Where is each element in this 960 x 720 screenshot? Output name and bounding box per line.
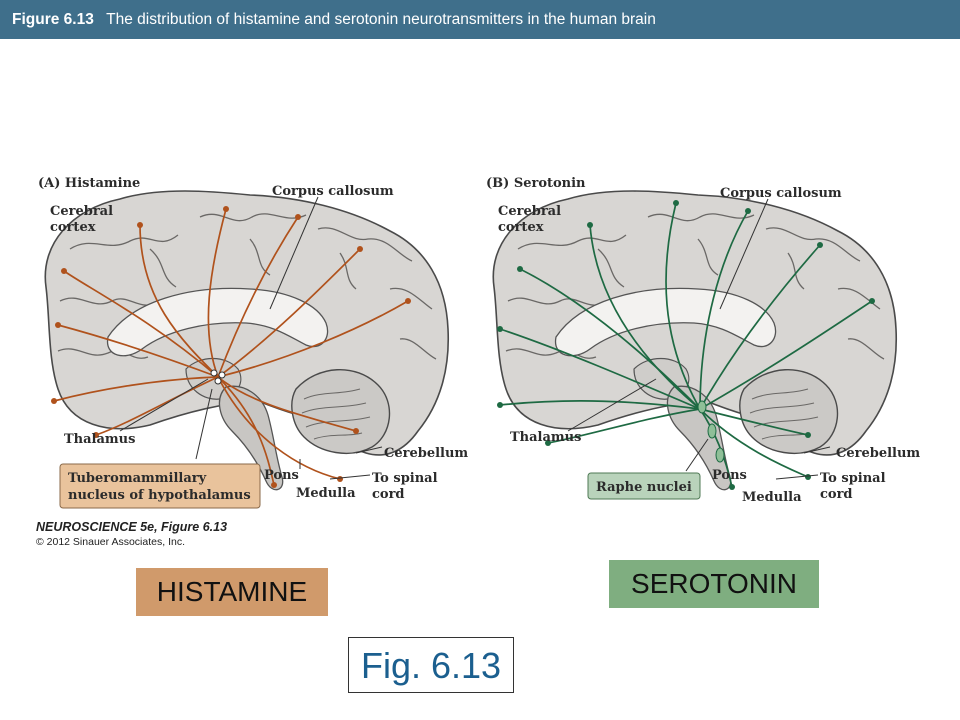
tuberomammillary-cells [210,369,226,385]
gyri-lines-b [505,213,885,360]
serotonin-pathways [499,202,873,488]
cerebellum-shape [291,368,391,454]
label-thalamus-a: Thalamus [64,432,135,447]
figure-tag: Fig. 6.13 [348,637,514,693]
raphe-nuclei-box: Raphe nuclei [587,472,701,500]
panel-b-title: (B) Serotonin [486,176,586,191]
label-corpus-callosum-b: Corpus callosum [720,186,842,201]
label-pons-a: Pons [264,468,299,483]
panel-a-histamine: (A) Histamine [38,176,468,509]
slide-header: Figure 6.13 The distribution of histamin… [0,0,960,39]
label-medulla-b: Medulla [742,490,802,505]
panel-b-serotonin: (B) Serotonin [486,176,920,505]
label-spinal-cord-a: To spinal [372,471,438,486]
panel-b-labels: Cerebral cortex Corpus callosum Thalamus… [498,186,920,505]
figure-number: Figure 6.13 [12,11,94,28]
cerebellum-folia [301,388,371,440]
label-pons-b: Pons [712,468,747,483]
corpus-callosum-shape [107,287,329,357]
raphe-nuclei-box-bg [587,472,701,500]
label-cerebral-cortex-b-2: cortex [498,220,544,235]
label-spinal-cord-a-2: cord [372,487,405,502]
panel-a-leader-lines [119,196,383,480]
panel-a-title: (A) Histamine [38,176,140,191]
label-cerebellum-b: Cerebellum [836,446,920,461]
cerebellum-shape-b [739,368,839,454]
raphe-nuclei-label: Raphe nuclei [596,480,692,495]
panel-b-leader-lines [567,198,831,480]
tuberomammillary-label-2: nucleus of hypothalamus [68,488,251,503]
serotonin-arrowheads [497,200,875,490]
label-cerebral-cortex-a: Cerebral [50,204,113,219]
raphe-cells [697,400,725,463]
label-thalamus-b: Thalamus [510,430,581,445]
brainstem-shape [218,385,284,491]
label-cerebellum-a: Cerebellum [384,446,468,461]
histamine-arrowheads [51,206,411,488]
credit-source: NEUROSCIENCE 5e, Figure 6.13 [36,520,228,534]
tuberomammillary-box-bg [59,463,261,509]
label-spinal-cord-b: To spinal [820,471,886,486]
brain-diagrams: (A) Histamine [38,176,920,509]
label-cerebral-cortex-b: Cerebral [498,204,561,219]
tuberomammillary-box: Tuberomammillary nucleus of hypothalamus [59,463,261,509]
credit-copyright: © 2012 Sinauer Associates, Inc. [36,536,185,548]
corpus-callosum-shape-b [555,287,777,357]
label-spinal-cord-b-2: cord [820,487,853,502]
figure-title: The distribution of histamine and seroto… [106,11,656,28]
histamine-tag: HISTAMINE [136,568,328,616]
label-cerebral-cortex-a-2: cortex [50,220,96,235]
label-medulla-a: Medulla [296,486,356,501]
serotonin-tag: SEROTONIN [609,560,819,608]
label-corpus-callosum-a: Corpus callosum [272,184,394,199]
panel-a-brain-illustration [44,190,450,491]
figure-credit: NEUROSCIENCE 5e, Figure 6.13 © 2012 Sina… [36,520,227,548]
panel-a-labels: Cerebral cortex Corpus callosum Thalamus… [50,184,468,502]
figure-panels: (A) Histamine [0,39,960,559]
histamine-pathways [53,208,409,486]
tuberomammillary-label-1: Tuberomammillary [68,471,207,486]
